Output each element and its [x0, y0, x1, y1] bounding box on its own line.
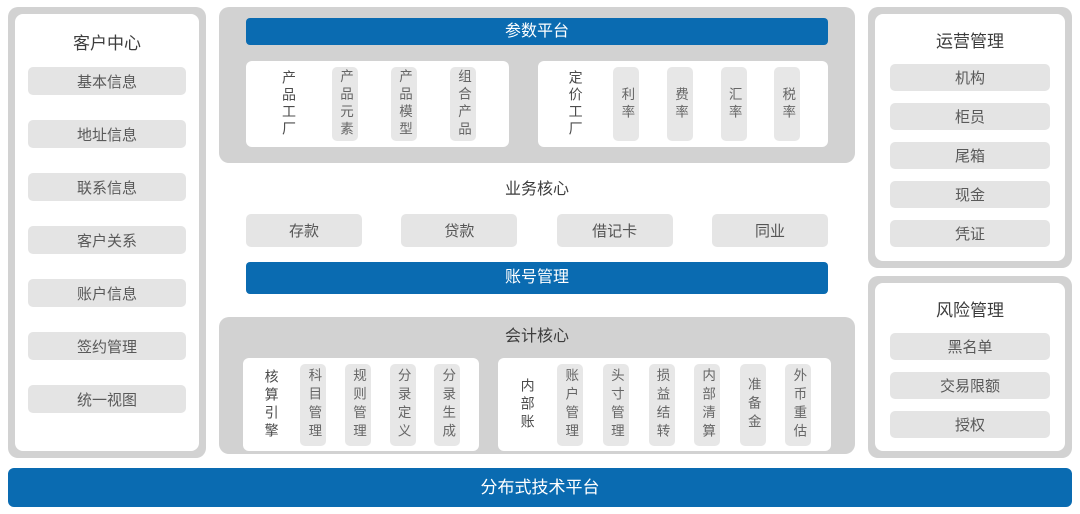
internal-item-pl-carryover: 损益结转: [648, 363, 675, 446]
product-factory-item-elements: 产品元素: [332, 67, 358, 141]
product-factory-item-models: 产品模型: [391, 67, 417, 141]
product-factory-item-bundles: 组合产品: [450, 67, 476, 141]
customer-center-item-address-info: 地址信息: [28, 120, 186, 148]
business-core-item-deposits: 存款: [246, 214, 362, 247]
customer-center-title: 客户中心: [73, 34, 141, 53]
operations-item-institution: 机构: [890, 64, 1050, 91]
operations-item-voucher: 凭证: [890, 220, 1050, 247]
customer-center-item-account-info: 账户信息: [28, 279, 186, 307]
risk-panel: 风险管理 黑名单 交易限额 授权: [868, 276, 1072, 458]
internal-account-card: 内部账 账户管理 头寸管理 损益结转 内部清算 准备金 外币重估: [498, 358, 831, 451]
accounting-item-entry-definition: 分录定义: [389, 363, 416, 446]
accounting-core-cards: 核算引擎 科目管理 规则管理 分录定义 分录生成 内部账 账户管理 头寸管理 损…: [243, 358, 831, 451]
parameter-platform-cards: 产品工厂 产品元素 产品模型 组合产品 定价工厂 利率 费率 汇率 税率: [246, 61, 828, 147]
pricing-factory-item-interest-rate: 利率: [613, 67, 640, 141]
operations-item-cash: 现金: [890, 181, 1050, 208]
risk-card: 风险管理 黑名单 交易限额 授权: [875, 283, 1065, 451]
pricing-factory-item-exchange-rate: 汇率: [720, 67, 747, 141]
account-management-bar: 账号管理: [246, 262, 828, 294]
core-column: 参数平台 产品工厂 产品元素 产品模型 组合产品 定价工厂 利率 费率 汇率 税…: [219, 7, 855, 458]
customer-center-panel: 客户中心 基本信息 地址信息 联系信息 客户关系 账户信息 签约管理 统一视图: [8, 7, 206, 458]
risk-item-authorization: 授权: [890, 411, 1050, 438]
operations-item-teller: 柜员: [890, 103, 1050, 130]
distributed-platform-bar: 分布式技术平台: [8, 468, 1072, 507]
operations-title: 运营管理: [936, 32, 1004, 51]
customer-center-item-unified-view: 统一视图: [28, 385, 186, 413]
operations-item-cash-box: 尾箱: [890, 142, 1050, 169]
pricing-factory-item-tax-rate: 税率: [774, 67, 801, 141]
customer-center-item-contact-info: 联系信息: [28, 173, 186, 201]
internal-item-internal-clearing: 内部清算: [694, 363, 721, 446]
pricing-factory-card: 定价工厂 利率 费率 汇率 税率: [538, 61, 828, 147]
customer-center-item-contract-mgmt: 签约管理: [28, 332, 186, 360]
architecture-diagram: 客户中心 基本信息 地址信息 联系信息 客户关系 账户信息 签约管理 统一视图 …: [8, 7, 1072, 458]
business-core-title: 业务核心: [504, 181, 569, 198]
risk-title: 风险管理: [936, 301, 1004, 320]
accounting-item-rule-mgmt: 规则管理: [344, 363, 371, 446]
business-core-items: 存款 贷款 借记卡 同业: [246, 214, 828, 247]
accounting-core-section: 会计核心 核算引擎 科目管理 规则管理 分录定义 分录生成 内部账 账户管理 头…: [219, 317, 855, 454]
internal-item-position-mgmt: 头寸管理: [602, 363, 629, 446]
operations-card: 运营管理 机构 柜员 尾箱 现金 凭证: [875, 14, 1065, 261]
customer-center-item-basic-info: 基本信息: [28, 67, 186, 95]
parameter-platform-section: 参数平台 产品工厂 产品元素 产品模型 组合产品 定价工厂 利率 费率 汇率 税…: [219, 7, 855, 163]
risk-item-blacklist: 黑名单: [890, 333, 1050, 360]
business-core-item-debit-card: 借记卡: [556, 214, 673, 247]
accounting-item-entry-generation: 分录生成: [434, 363, 461, 446]
product-factory-label: 产品工厂: [281, 70, 297, 138]
internal-item-fx-revaluation: 外币重估: [785, 363, 812, 446]
business-core-item-interbank: 同业: [711, 214, 828, 247]
business-core-item-loans: 贷款: [401, 214, 518, 247]
pricing-factory-label: 定价工厂: [567, 70, 584, 138]
right-column: 运营管理 机构 柜员 尾箱 现金 凭证 风险管理 黑名单 交易限额 授权: [868, 7, 1072, 458]
internal-item-account-mgmt: 账户管理: [557, 363, 584, 446]
internal-account-label: 内部账: [519, 377, 536, 432]
operations-panel: 运营管理 机构 柜员 尾箱 现金 凭证: [868, 7, 1072, 268]
risk-item-transaction-limit: 交易限额: [890, 372, 1050, 399]
customer-center-item-customer-relations: 客户关系: [28, 226, 186, 254]
customer-center-card: 客户中心 基本信息 地址信息 联系信息 客户关系 账户信息 签约管理 统一视图: [15, 14, 199, 451]
accounting-engine-label: 核算引擎: [263, 368, 280, 441]
accounting-engine-card: 核算引擎 科目管理 规则管理 分录定义 分录生成: [243, 358, 479, 451]
pricing-factory-item-fee-rate: 费率: [666, 67, 693, 141]
accounting-item-subject-mgmt: 科目管理: [300, 363, 327, 446]
parameter-platform-header: 参数平台: [246, 18, 828, 45]
business-core-section: 业务核心 存款 贷款 借记卡 同业 账号管理: [219, 163, 855, 294]
accounting-core-title: 会计核心: [504, 328, 569, 345]
product-factory-card: 产品工厂 产品元素 产品模型 组合产品: [246, 61, 509, 147]
internal-item-reserves: 准备金: [739, 363, 766, 446]
